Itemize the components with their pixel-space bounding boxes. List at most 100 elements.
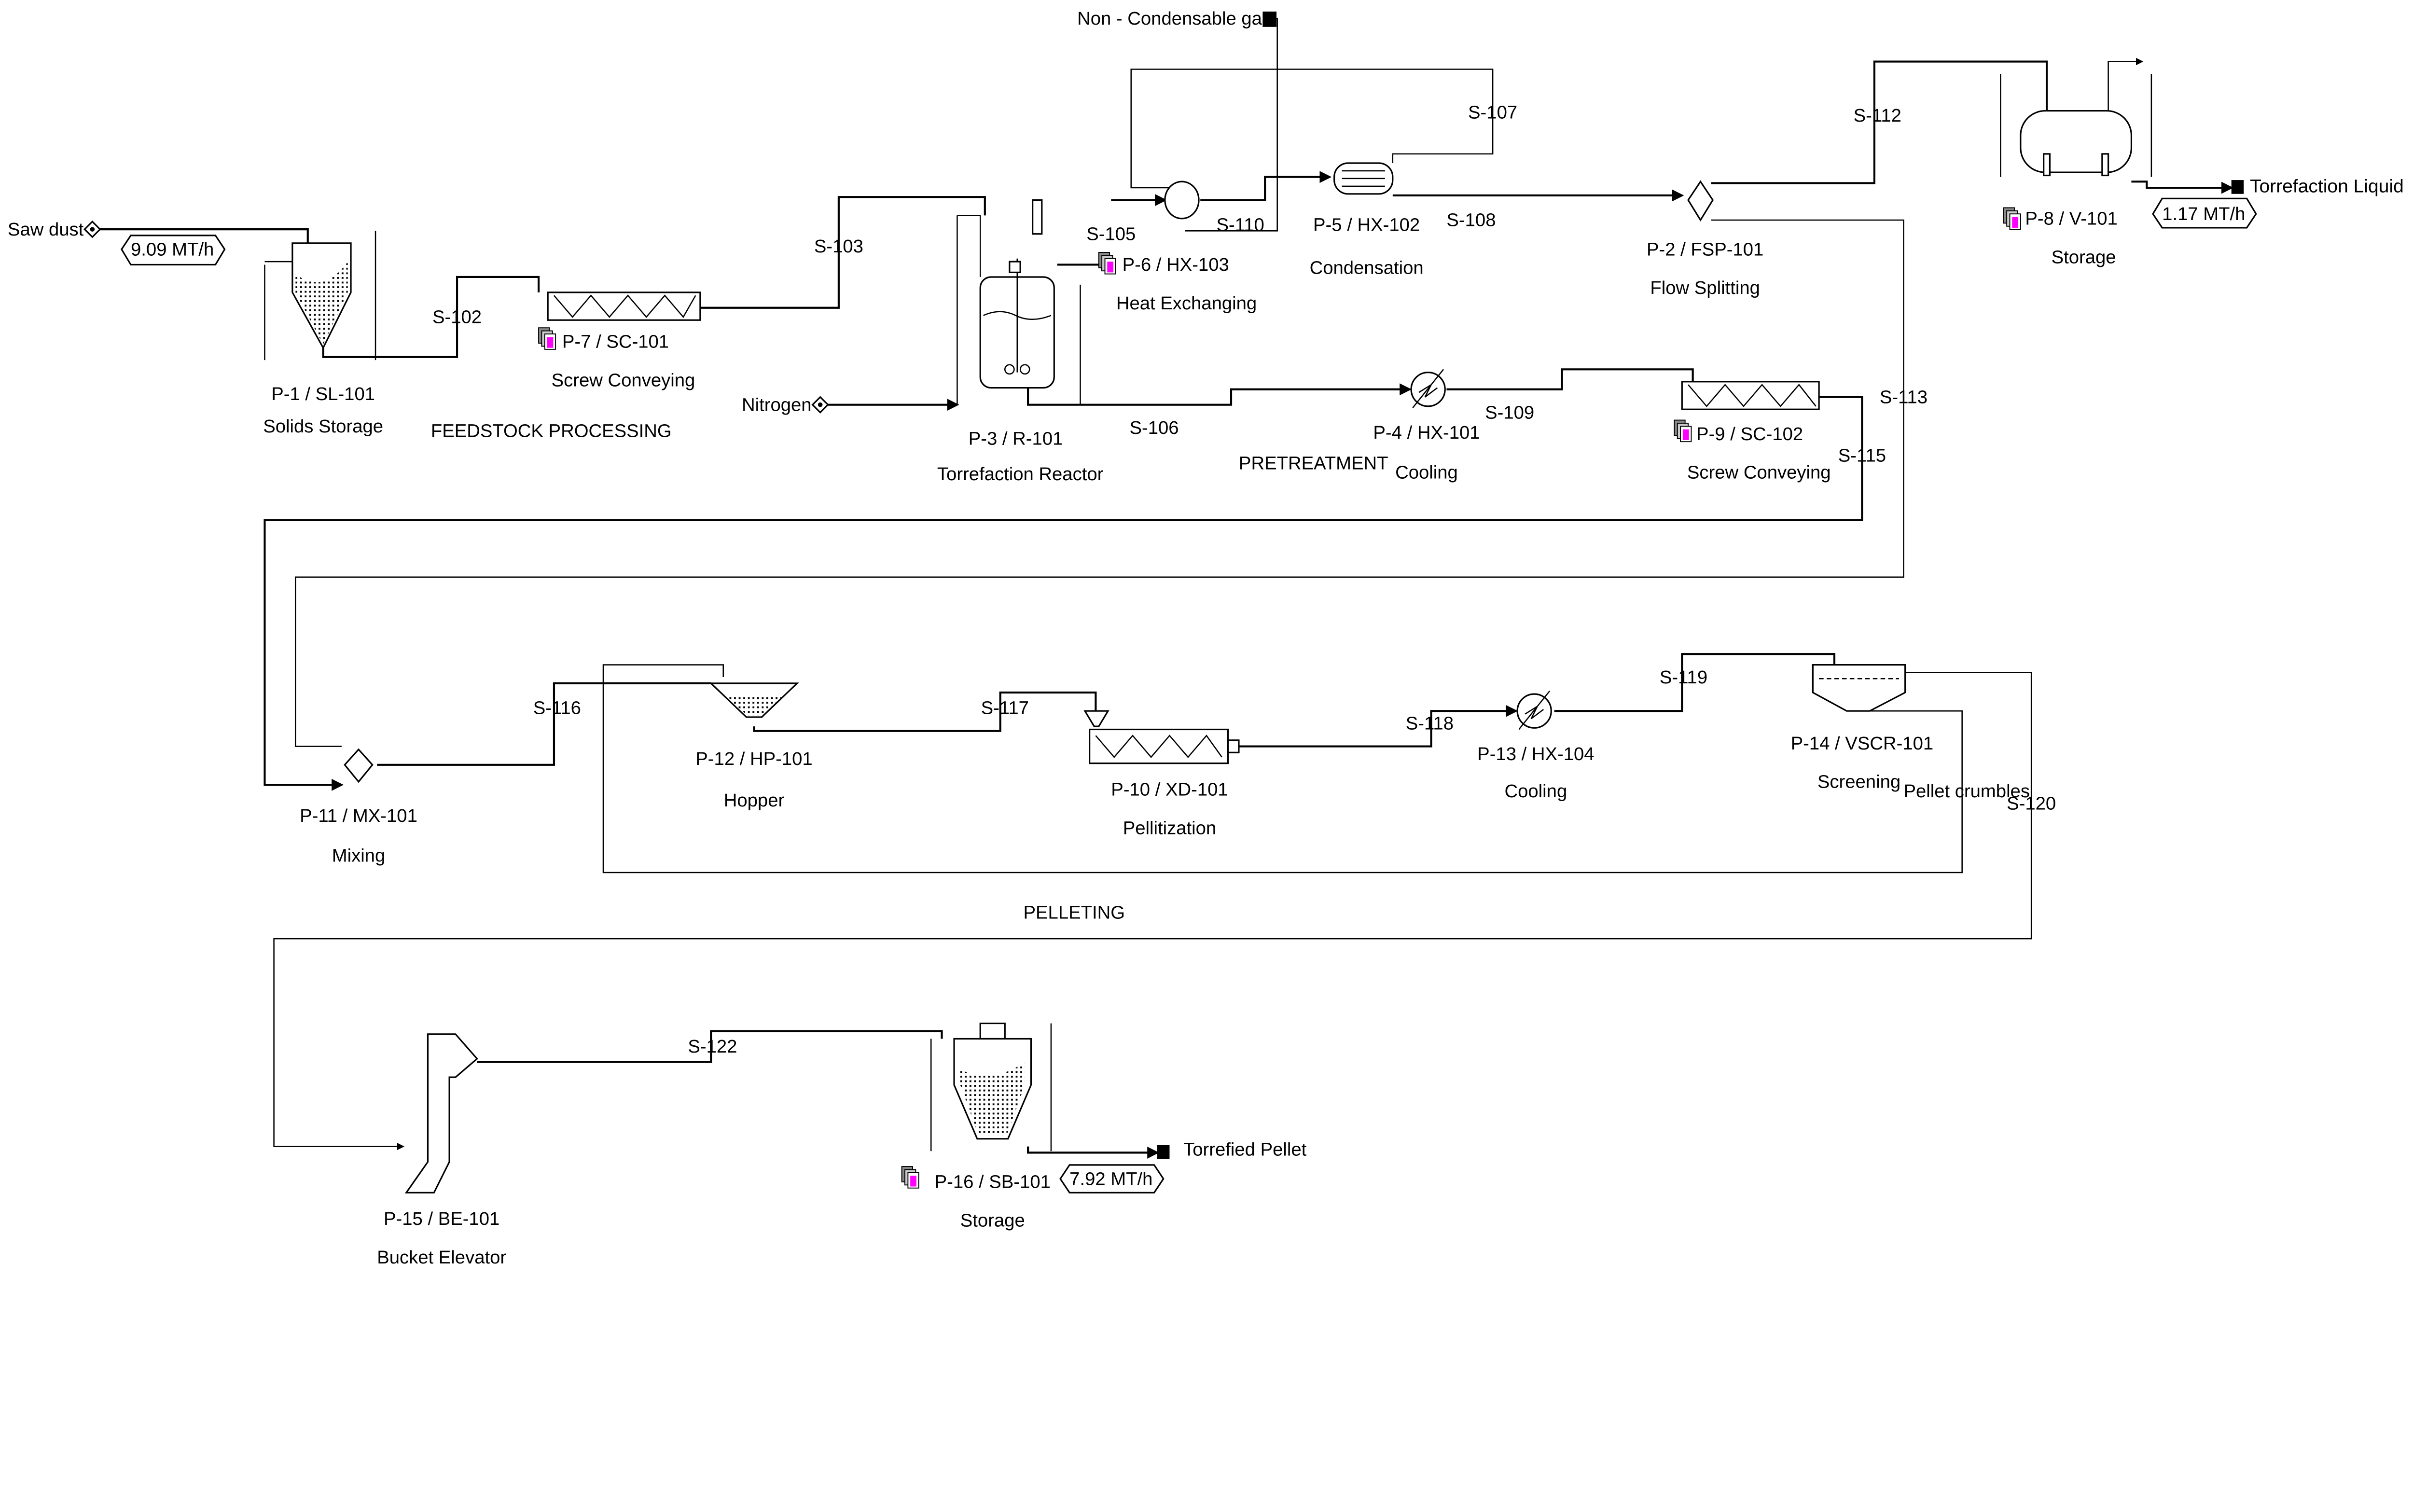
equipment-name-p7: Screw Conveying (552, 370, 695, 390)
pellet-sink-icon (1157, 1145, 1170, 1159)
stream-label-s107: S-107 (1468, 102, 1517, 123)
equipment-tag-p14: P-14 / VSCR-101 (1791, 733, 1934, 754)
output-liquid-label: Torrefaction Liquid (2250, 176, 2404, 197)
equipment-tag-p6: P-6 / HX-103 (1123, 254, 1229, 275)
liquid-sink-icon (2231, 180, 2244, 194)
stream-label-s106: S-106 (1130, 417, 1179, 438)
flow-rate-box-sawdust (121, 235, 226, 266)
doc-icon-p7[interactable] (538, 327, 556, 350)
equipment-tag-p10: P-10 / XD-101 (1111, 779, 1228, 800)
stream-s115[interactable] (263, 396, 1863, 791)
stream-s122[interactable] (477, 1030, 943, 1063)
stream-label-s109: S-109 (1485, 402, 1534, 423)
input-sawdust-label: Saw dust (8, 219, 84, 240)
vibrating-screen-p14[interactable] (1812, 664, 1906, 712)
screw-conveyor-p9[interactable] (1681, 381, 1820, 410)
solids-storage-p1[interactable] (264, 231, 376, 361)
stream-s121-recycle[interactable] (602, 664, 1963, 874)
equipment-tag-p2: P-2 / FSP-101 (1647, 239, 1763, 260)
equipment-name-p5: Condensation (1310, 258, 1424, 278)
flow-rate-pellet: 7.92 MT/h (1069, 1168, 1152, 1189)
stream-label-s120: S-120 (2007, 793, 2056, 814)
stream-s103[interactable] (700, 196, 986, 309)
doc-icon-p16[interactable] (901, 1165, 920, 1189)
flow-rate-box-pellet (1059, 1164, 1165, 1193)
equipment-name-p4: Cooling (1395, 462, 1458, 483)
heat-exchanger-p6[interactable] (1164, 180, 1200, 220)
equipment-tag-p5: P-5 / HX-102 (1313, 214, 1420, 235)
equipment-tag-p1: P-1 / SL-101 (271, 384, 375, 404)
stream-s120[interactable] (273, 672, 2032, 1151)
equipment-name-p13: Cooling (1505, 781, 1567, 802)
output-noncondensable-label: Non - Condensable gas (1077, 8, 1271, 29)
stream-s119[interactable] (1554, 653, 1836, 712)
torrefaction-reactor-p3[interactable] (957, 199, 1081, 405)
equipment-name-p15: Bucket Elevator (377, 1247, 506, 1268)
stream-liquid-out[interactable] (2131, 180, 2233, 194)
flow-rate-sawdust: 9.09 MT/h (131, 239, 214, 260)
stream-label-s108: S-108 (1446, 210, 1496, 231)
input-nitrogen-label: Nitrogen (742, 394, 812, 415)
equipment-tag-p12: P-12 / HP-101 (695, 749, 812, 769)
stream-s113[interactable] (294, 219, 1904, 747)
equipment-name-p1: Solids Storage (263, 416, 383, 437)
bucket-elevator-p15[interactable] (404, 1033, 478, 1193)
cooler-p13[interactable] (1516, 690, 1552, 730)
stream-s110-feed[interactable] (1200, 171, 1332, 201)
output-pellet-label: Torrefied Pellet (1183, 1139, 1306, 1160)
screw-conveyor-p7[interactable] (547, 291, 701, 321)
equipment-tag-p7: P-7 / SC-101 (562, 332, 669, 352)
output-crumbles-label: Pellet crumbles (1903, 781, 2029, 802)
stream-s107[interactable] (1130, 69, 1494, 189)
equipment-name-p16: Storage (960, 1210, 1025, 1231)
stream-label-s105: S-105 (1086, 223, 1136, 244)
equipment-tag-p15: P-15 / BE-101 (384, 1208, 499, 1229)
nitrogen-source-icon (811, 396, 829, 414)
storage-vessel-p8[interactable] (2000, 74, 2152, 177)
stream-label-s113: S-113 (1880, 387, 1928, 407)
equipment-tag-p9: P-9 / SC-102 (1696, 424, 1803, 444)
cooler-p4[interactable] (1410, 369, 1446, 408)
stream-label-s117: S-117 (981, 698, 1029, 719)
flow-rate-liquid: 1.17 MT/h (2162, 204, 2245, 224)
stream-label-s112: S-112 (1854, 105, 1901, 126)
stream-s117[interactable] (753, 691, 1097, 732)
storage-bin-p16[interactable] (930, 1022, 1052, 1151)
equipment-name-p14: Screening (1817, 772, 1900, 792)
flow-rate-box-liquid (2152, 197, 2257, 229)
extruder-p10[interactable] (1083, 710, 1240, 764)
stream-label-s116: S-116 (533, 698, 581, 719)
stream-label-s103: S-103 (814, 236, 863, 257)
stream-vent[interactable] (2108, 57, 2144, 120)
sawdust-source-icon (83, 220, 101, 238)
stream-s112[interactable] (1711, 60, 2048, 184)
equipment-name-p12: Hopper (724, 790, 785, 811)
flow-splitter-p2[interactable] (1687, 180, 1714, 222)
doc-icon-p9[interactable] (1673, 419, 1692, 443)
equipment-name-p6: Heat Exchanging (1116, 293, 1257, 314)
stream-label-s102: S-102 (432, 307, 482, 328)
mixer-p11[interactable] (344, 748, 374, 783)
equipment-tag-p3: P-3 / R-101 (969, 429, 1063, 449)
stream-pellet-out[interactable] (1027, 1146, 1160, 1159)
stream-s106[interactable] (1027, 383, 1412, 406)
stream-s101[interactable] (95, 228, 309, 243)
equipment-name-p8: Storage (2052, 247, 2116, 267)
doc-icon-p6[interactable] (1098, 251, 1117, 275)
equipment-name-p9: Screw Conveying (1687, 462, 1831, 483)
stream-s116[interactable] (377, 682, 711, 766)
stream-s102[interactable] (322, 276, 540, 358)
stream-label-s122: S-122 (688, 1036, 737, 1057)
stream-lines (95, 17, 2233, 1159)
stream-s109[interactable] (1446, 368, 1694, 390)
stream-label-s110: S-110 (1217, 214, 1264, 235)
doc-icon-p8[interactable] (2003, 207, 2022, 230)
equipment-name-p3: Torrefaction Reactor (937, 464, 1104, 485)
noncondensable-sink-icon (1262, 11, 1277, 27)
condenser-p5[interactable] (1333, 162, 1394, 195)
equipment-tag-p11: P-11 / MX-101 (300, 805, 417, 826)
stream-label-s119: S-119 (1660, 667, 1707, 688)
hopper-p12[interactable] (709, 682, 799, 718)
stream-s118[interactable] (1228, 705, 1518, 748)
equipment-tag-p8: P-8 / V-101 (2025, 208, 2117, 229)
